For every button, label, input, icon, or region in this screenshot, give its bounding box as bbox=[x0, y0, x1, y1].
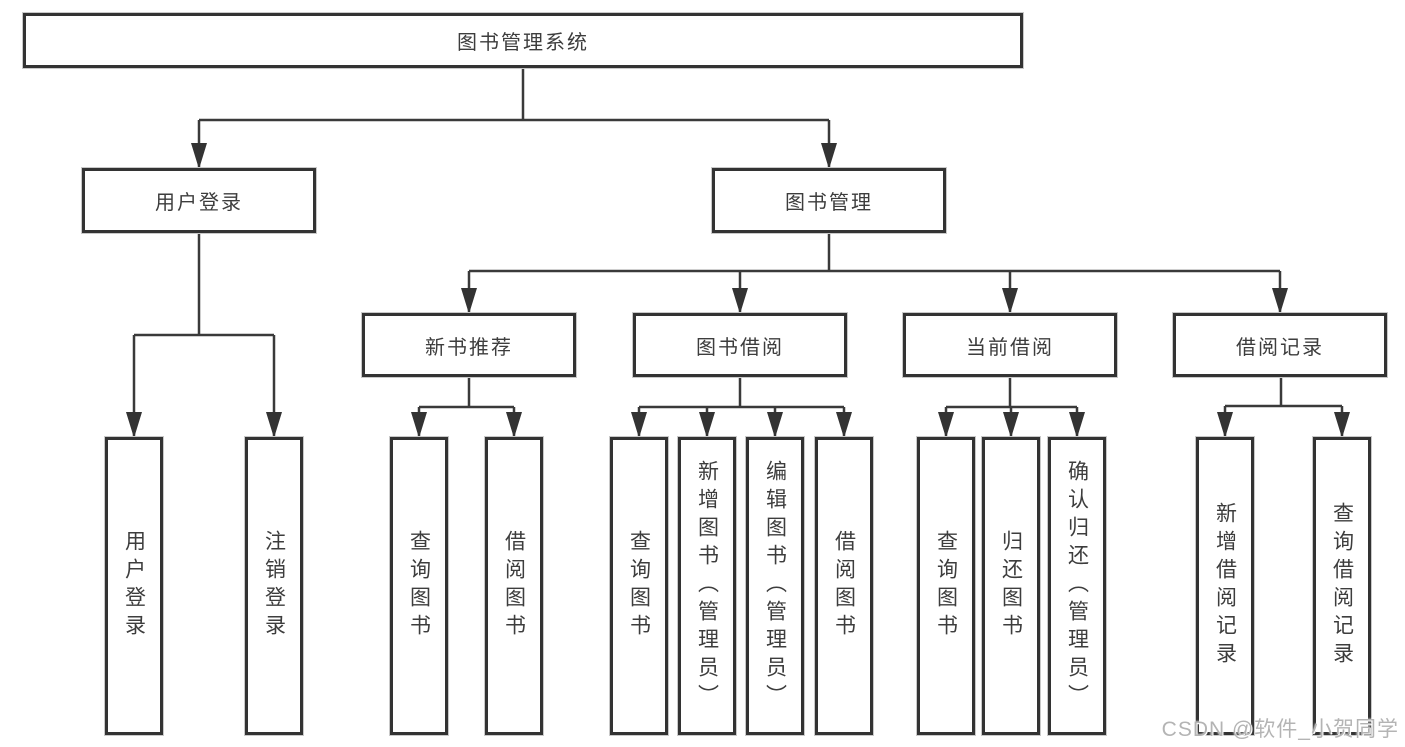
node-leaf-query-borrow-record: 查询借阅记录 bbox=[1313, 437, 1371, 735]
node-leaf-add-borrow-record: 新增借阅记录 bbox=[1196, 437, 1254, 735]
node-leaf-query-book-1-label: 查询图书 bbox=[407, 530, 431, 642]
node-new-book-recommendation: 新书推荐 bbox=[362, 313, 576, 377]
node-leaf-return-book: 归还图书 bbox=[982, 437, 1040, 735]
node-leaf-return-book-label: 归还图书 bbox=[999, 530, 1023, 642]
node-leaf-query-book-3-label: 查询图书 bbox=[934, 530, 958, 642]
node-leaf-confirm-return-admin-label: 确认归还（管理员） bbox=[1065, 460, 1089, 712]
node-root: 图书管理系统 bbox=[23, 13, 1023, 68]
node-borrowing-records: 借阅记录 bbox=[1173, 313, 1387, 377]
node-book-management: 图书管理 bbox=[712, 168, 946, 233]
node-leaf-logout-label: 注销登录 bbox=[262, 530, 286, 642]
node-leaf-borrow-book-1: 借阅图书 bbox=[485, 437, 543, 735]
node-leaf-query-book-3: 查询图书 bbox=[917, 437, 975, 735]
node-leaf-borrow-book-2: 借阅图书 bbox=[815, 437, 873, 735]
node-root-label: 图书管理系统 bbox=[457, 32, 589, 54]
node-leaf-query-book-2: 查询图书 bbox=[610, 437, 668, 735]
node-user-login-label: 用户登录 bbox=[155, 192, 243, 214]
node-book-management-label: 图书管理 bbox=[785, 192, 873, 214]
node-leaf-add-borrow-record-label: 新增借阅记录 bbox=[1213, 502, 1237, 670]
node-leaf-edit-book-admin: 编辑图书（管理员） bbox=[746, 437, 804, 735]
node-leaf-add-book-admin: 新增图书（管理员） bbox=[678, 437, 736, 735]
node-leaf-borrow-book-1-label: 借阅图书 bbox=[502, 530, 526, 642]
csdn-watermark: CSDN @软件_小贺同学 bbox=[1161, 718, 1399, 741]
node-book-borrowing: 图书借阅 bbox=[633, 313, 847, 377]
node-leaf-user-login-label: 用户登录 bbox=[122, 530, 146, 642]
node-current-borrowing: 当前借阅 bbox=[903, 313, 1117, 377]
node-leaf-query-book-1: 查询图书 bbox=[390, 437, 448, 735]
node-leaf-query-borrow-record-label: 查询借阅记录 bbox=[1330, 502, 1354, 670]
node-leaf-add-book-admin-label: 新增图书（管理员） bbox=[695, 460, 719, 712]
node-leaf-user-login: 用户登录 bbox=[105, 437, 163, 735]
node-book-borrowing-label: 图书借阅 bbox=[696, 336, 784, 359]
node-current-borrowing-label: 当前借阅 bbox=[966, 336, 1054, 359]
node-leaf-borrow-book-2-label: 借阅图书 bbox=[832, 530, 856, 642]
node-user-login: 用户登录 bbox=[82, 168, 316, 233]
node-leaf-query-book-2-label: 查询图书 bbox=[627, 530, 651, 642]
node-leaf-confirm-return-admin: 确认归还（管理员） bbox=[1048, 437, 1106, 735]
node-leaf-logout: 注销登录 bbox=[245, 437, 303, 735]
node-borrowing-records-label: 借阅记录 bbox=[1236, 336, 1324, 359]
node-new-book-recommendation-label: 新书推荐 bbox=[425, 336, 513, 359]
node-leaf-edit-book-admin-label: 编辑图书（管理员） bbox=[763, 460, 787, 712]
